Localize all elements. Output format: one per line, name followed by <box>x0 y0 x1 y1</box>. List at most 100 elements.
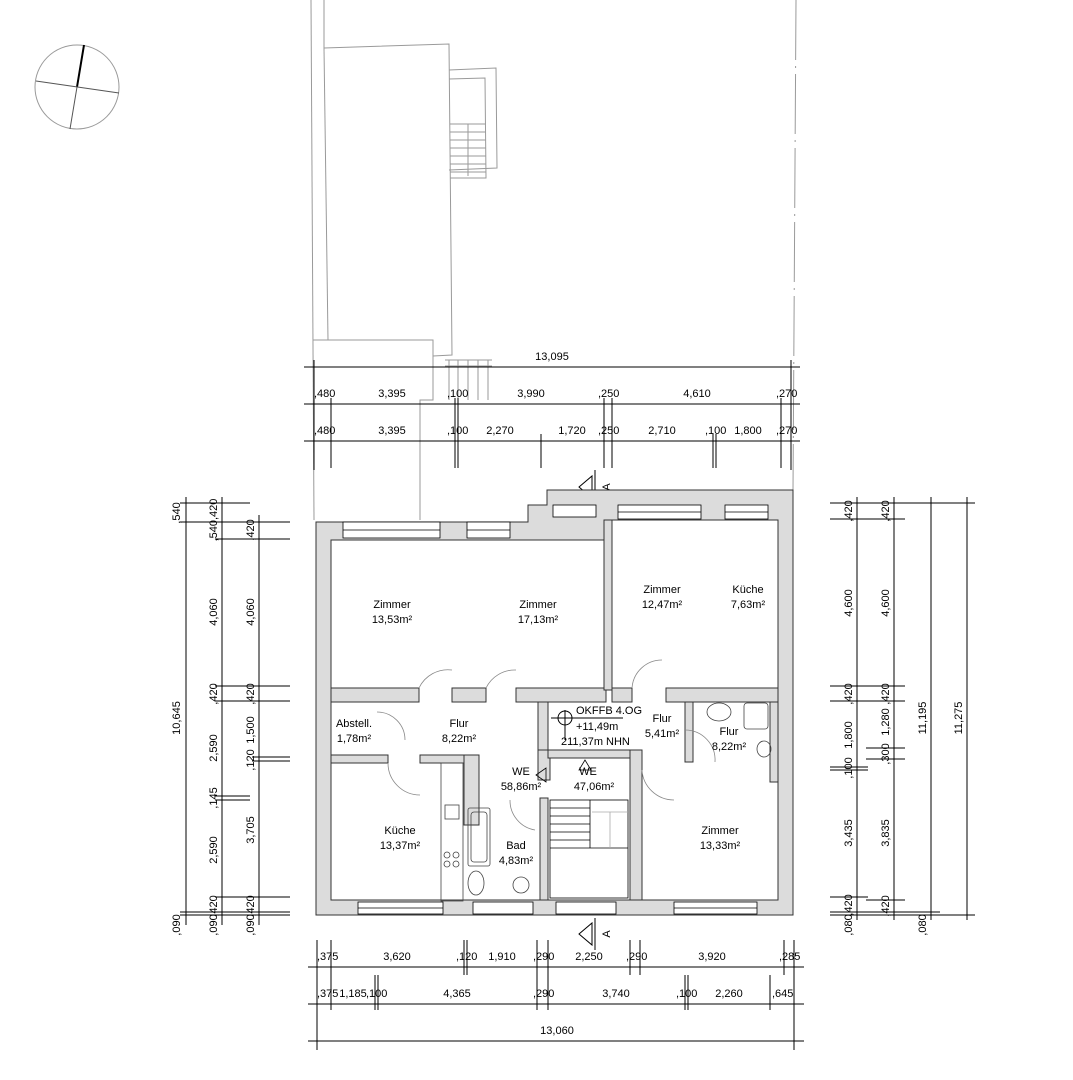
room-name: WE <box>579 766 597 778</box>
neighbor-building <box>310 0 797 521</box>
svg-text:,480: ,480 <box>314 425 335 437</box>
svg-text:,100: ,100 <box>366 988 387 1000</box>
svg-text:2,710: 2,710 <box>648 425 676 437</box>
svg-text:4,610: 4,610 <box>683 388 711 400</box>
svg-text:,270: ,270 <box>776 388 797 400</box>
room-name: WE <box>512 766 530 778</box>
svg-text:,540: ,540 <box>171 502 183 523</box>
svg-text:,090: ,090 <box>245 914 257 935</box>
room-name: Zimmer <box>701 825 739 837</box>
svg-text:3,705: 3,705 <box>245 816 257 844</box>
svg-text:1,500: 1,500 <box>245 716 257 744</box>
svg-text:211,37m NHN: 211,37m NHN <box>561 736 630 748</box>
staircase <box>549 799 629 899</box>
svg-text:3,395: 3,395 <box>378 388 406 400</box>
svg-text:,100: ,100 <box>447 425 468 437</box>
svg-text:,080: ,080 <box>843 914 855 935</box>
door-swings <box>376 659 716 831</box>
svg-text:,100: ,100 <box>843 757 855 778</box>
svg-text:,420: ,420 <box>208 895 220 916</box>
svg-text:3,435: 3,435 <box>843 819 855 847</box>
svg-text:3,740: 3,740 <box>602 988 630 1000</box>
room-area: 13,33m² <box>700 840 741 852</box>
svg-text:,120: ,120 <box>456 951 477 963</box>
room-name: Flur <box>450 718 469 730</box>
svg-text:2,270: 2,270 <box>486 425 514 437</box>
svg-text:,480: ,480 <box>314 388 335 400</box>
svg-text:1,800: 1,800 <box>843 721 855 749</box>
svg-text:,250: ,250 <box>598 425 619 437</box>
svg-text:,300: ,300 <box>880 743 892 764</box>
svg-text:3,620: 3,620 <box>383 951 411 963</box>
svg-text:,100: ,100 <box>676 988 697 1000</box>
svg-text:4,600: 4,600 <box>843 589 855 617</box>
svg-text:4,060: 4,060 <box>245 598 257 626</box>
svg-text:,120: ,120 <box>245 749 257 770</box>
svg-text:,420: ,420 <box>245 895 257 916</box>
svg-text:,420: ,420 <box>843 500 855 521</box>
room-area: 13,37m² <box>380 840 421 852</box>
svg-text:,145: ,145 <box>208 787 220 808</box>
svg-text:11,275: 11,275 <box>953 702 965 735</box>
room-name: Zimmer <box>373 599 411 611</box>
svg-text:3,990: 3,990 <box>517 388 545 400</box>
room-area: 1,78m² <box>337 733 372 745</box>
svg-text:,420: ,420 <box>843 894 855 915</box>
svg-text:,420: ,420 <box>880 500 892 521</box>
section-marker-bottom: A <box>578 918 613 950</box>
room-area: 5,41m² <box>645 728 680 740</box>
svg-text:,290: ,290 <box>533 951 554 963</box>
svg-text:,100: ,100 <box>447 388 468 400</box>
svg-text:4,600: 4,600 <box>880 589 892 617</box>
svg-text:+11,49m: +11,49m <box>576 721 618 733</box>
level-marker: OKFFB 4.OG +11,49m 211,37m NHN <box>535 705 642 783</box>
svg-text:,645: ,645 <box>772 988 793 1000</box>
svg-text:2,590: 2,590 <box>208 734 220 762</box>
room-name: Zimmer <box>519 599 557 611</box>
fixtures <box>440 702 772 902</box>
room-name: Küche <box>732 584 763 596</box>
room-area: 58,86m² <box>501 781 542 793</box>
svg-text:,420: ,420 <box>880 683 892 704</box>
svg-text:,420: ,420 <box>245 519 257 540</box>
room-name: Abstell. <box>336 718 372 730</box>
svg-text:3,920: 3,920 <box>698 951 726 963</box>
room-area: 13,53m² <box>372 614 413 626</box>
room-area: 47,06m² <box>574 781 615 793</box>
svg-text:1,280: 1,280 <box>880 708 892 736</box>
svg-text:,420: ,420 <box>245 683 257 704</box>
svg-text:,090: ,090 <box>208 914 220 935</box>
room-name: Zimmer <box>643 584 681 596</box>
room-name: Bad <box>506 840 526 852</box>
room-area: 17,13m² <box>518 614 559 626</box>
dimension-bottom: ,375 3,620 ,120 1,910 ,290 2,250 ,290 3,… <box>308 940 804 1050</box>
svg-text:2,250: 2,250 <box>575 951 603 963</box>
svg-text:,375: ,375 <box>317 951 338 963</box>
svg-text:A: A <box>601 483 613 491</box>
dim-bottom-overall: 13,060 <box>540 1025 574 1037</box>
svg-text:,375: ,375 <box>317 988 338 1000</box>
svg-text:,420: ,420 <box>880 895 892 916</box>
svg-text:,080: ,080 <box>917 914 929 935</box>
svg-text:2,590: 2,590 <box>208 836 220 864</box>
room-name: Küche <box>384 825 415 837</box>
svg-text:1,910: 1,910 <box>488 951 516 963</box>
svg-text:,100: ,100 <box>705 425 726 437</box>
room-area: 4,83m² <box>499 855 534 867</box>
svg-text:,420: ,420 <box>843 683 855 704</box>
svg-text:,270: ,270 <box>776 425 797 437</box>
svg-text:3,395: 3,395 <box>378 425 406 437</box>
svg-text:,090: ,090 <box>171 914 183 935</box>
room-area: 7,63m² <box>731 599 766 611</box>
room-area: 8,22m² <box>712 741 747 753</box>
compass-icon <box>34 44 120 130</box>
room-area: 12,47m² <box>642 599 683 611</box>
svg-text:10,645: 10,645 <box>171 701 183 735</box>
room-area: 8,22m² <box>442 733 477 745</box>
dimension-top: 13,095 ,480 3,395 ,100 3,990 ,250 4,610 … <box>304 351 800 470</box>
svg-text:,420: ,420 <box>208 683 220 704</box>
dim-top-overall: 13,095 <box>535 351 569 363</box>
svg-text:3,835: 3,835 <box>880 819 892 847</box>
room-name: Flur <box>720 726 739 738</box>
svg-text:2,260: 2,260 <box>715 988 743 1000</box>
